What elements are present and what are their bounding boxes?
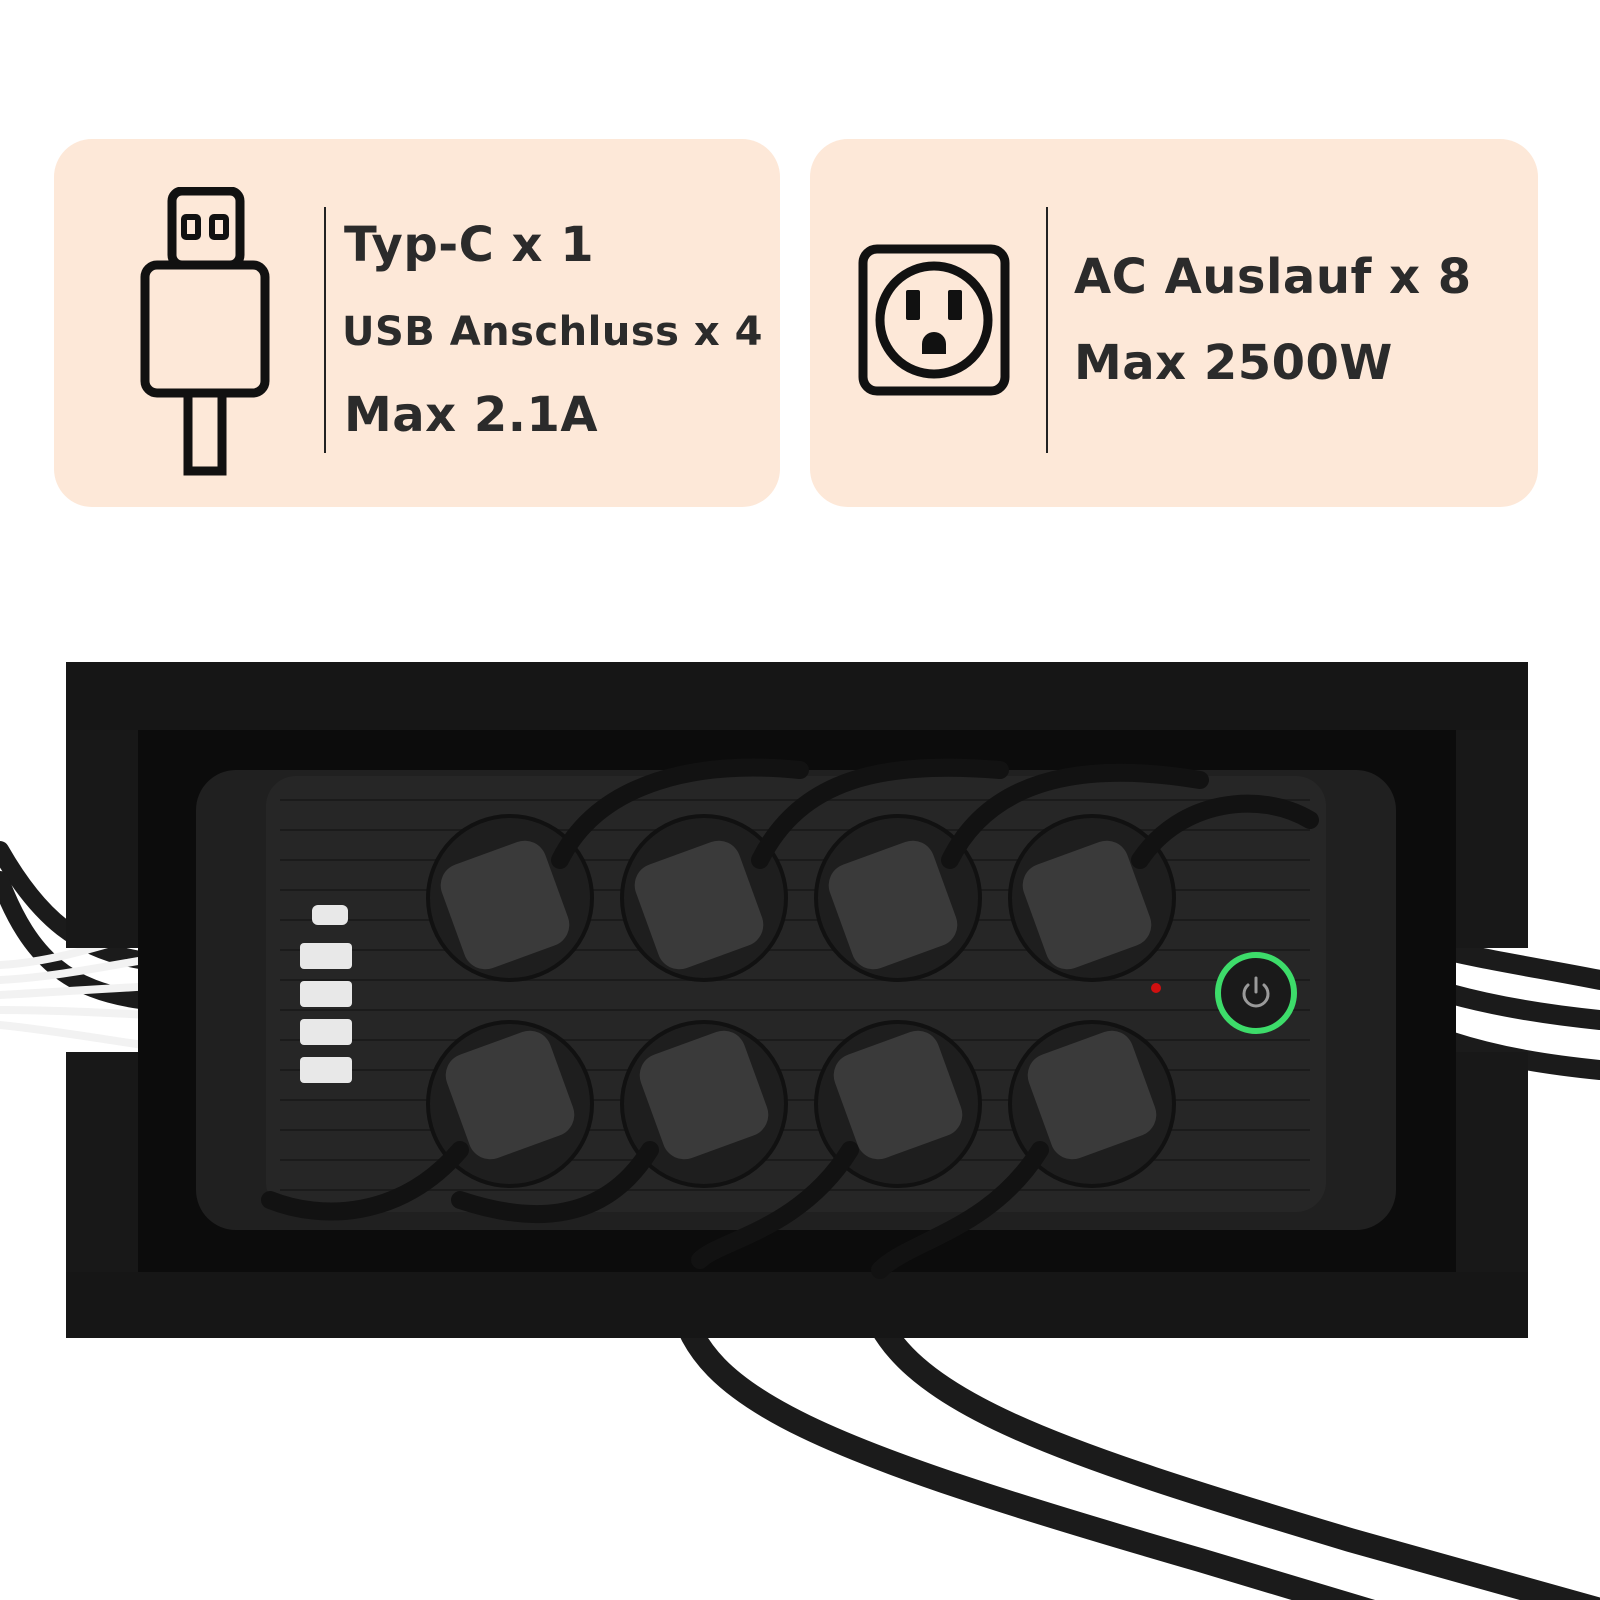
usb-max-current: Max 2.1A	[344, 387, 599, 443]
box-right-upper	[1456, 730, 1528, 948]
usb-spec-card: Typ-C x 1 USB Anschluss x 4 Max 2.1A	[54, 139, 780, 507]
ac-outlet-icon	[858, 244, 1010, 396]
box-bottom-rail	[66, 1272, 1528, 1338]
plug-heads	[440, 840, 1157, 1160]
box-top-rail	[66, 662, 1528, 730]
ac-spec-card: AC Auslauf x 8 Max 2500W	[810, 139, 1538, 507]
box-left-lower	[66, 1052, 138, 1272]
card-divider	[324, 207, 326, 453]
ac-max-power: Max 2500W	[1074, 335, 1393, 391]
usb-port-count: USB Anschluss x 4	[342, 309, 763, 355]
usb-plug-icon	[140, 187, 270, 476]
power-strip-photo	[0, 662, 1600, 1600]
usb-ports	[300, 905, 352, 1083]
box-right-lower	[1456, 1052, 1528, 1272]
bottom-cables	[668, 1288, 1600, 1600]
card-divider	[1046, 207, 1048, 453]
power-indicator-led	[1151, 983, 1161, 993]
power-icon	[1242, 976, 1270, 1008]
ac-outlet-count: AC Auslauf x 8	[1074, 249, 1472, 305]
usb-typec-count: Typ-C x 1	[344, 217, 595, 273]
plug-cables	[261, 758, 1319, 1279]
left-black-cables	[0, 841, 149, 1009]
box-left-upper	[66, 730, 138, 948]
